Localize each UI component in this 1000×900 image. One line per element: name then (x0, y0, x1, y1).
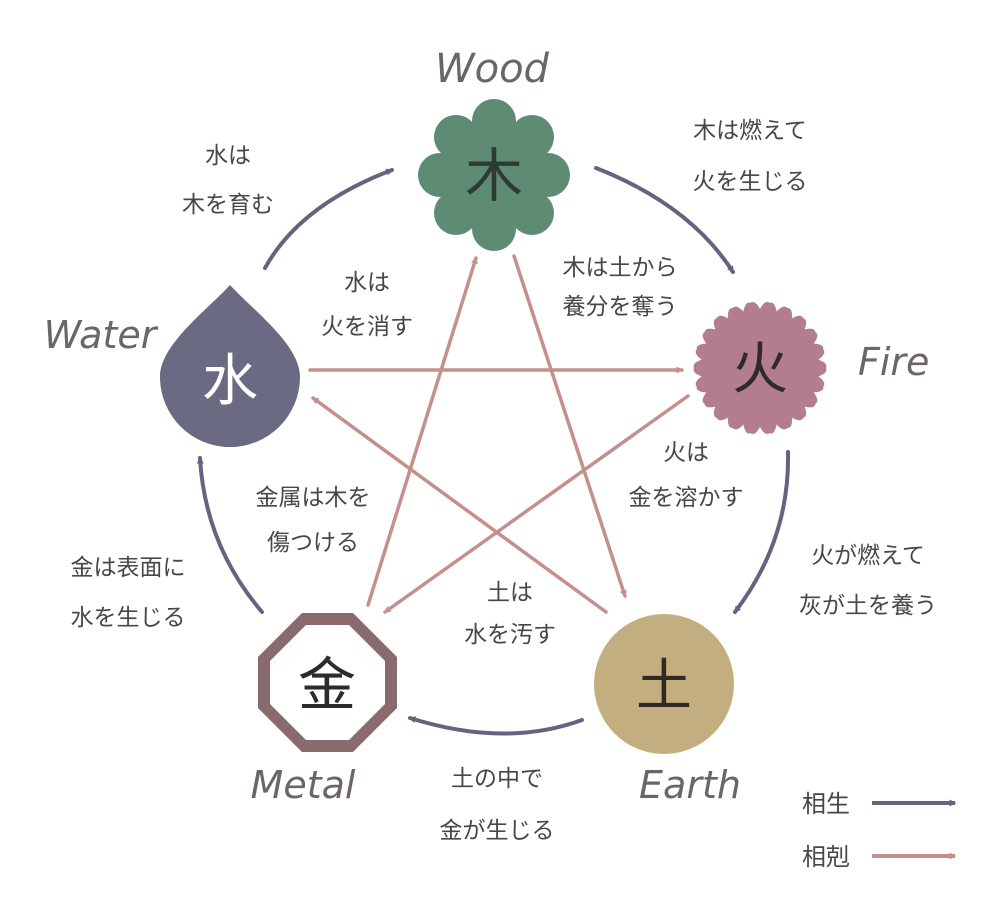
arrow-metal-to-wood (366, 256, 478, 607)
caption-wood-earth-2: 養分を奪う (563, 294, 678, 320)
legend-controlling: 相剋 (802, 843, 957, 871)
caption-metal-wood-1: 金属は木を (256, 485, 371, 511)
arrow-wood-to-fire (594, 166, 735, 274)
arrow-earth-to-metal (408, 716, 584, 736)
legend-generating-label: 相生 (802, 790, 850, 818)
caption-fire-earth-1: 火が燃えて (811, 543, 925, 569)
controlling-arrows (308, 254, 690, 614)
legend: 相生 相剋 (802, 790, 957, 871)
generating-captions: 木は燃えて 火を生じる 火が燃えて 灰が土を養う 土の中で 金が生じる 金は表面… (71, 118, 938, 844)
fire-scalloped-shape (693, 301, 827, 435)
wood-label: Wood (435, 46, 549, 92)
wood-node: 木 Wood (418, 46, 570, 251)
metal-octagon-inner (270, 625, 385, 740)
caption-wood-earth-1: 木は土から (563, 255, 678, 281)
caption-wood-fire-1: 木は燃えて (693, 118, 807, 144)
caption-metal-water-1: 金は表面に (71, 555, 186, 581)
caption-water-fire-1: 水は (344, 270, 390, 296)
water-node: 水 Water (44, 285, 300, 448)
caption-water-wood-2: 木を育む (182, 192, 274, 218)
wood-flower-shape (418, 99, 570, 251)
arrow-earth-to-water (311, 396, 608, 614)
caption-metal-water-2: 水を生じる (71, 605, 186, 631)
metal-kanji: 金 (298, 651, 356, 719)
caption-metal-wood-2: 傷つける (267, 530, 359, 556)
controlling-captions: 木は土から 養分を奪う 火は 金を溶かす 土は 水を汚す 金属は木を 傷つける … (256, 255, 744, 648)
caption-water-wood-1: 水は (205, 143, 251, 169)
fire-node: 火 Fire (693, 301, 929, 435)
caption-earth-metal-2: 金が生じる (440, 818, 555, 844)
arrow-wood-to-earth (512, 254, 627, 598)
arrow-fire-to-earth (733, 450, 791, 614)
caption-water-fire-2: 火を消す (321, 314, 413, 340)
legend-controlling-label: 相剋 (802, 843, 850, 871)
earth-kanji: 土 (636, 654, 692, 719)
caption-earth-water-1: 土は (487, 580, 533, 606)
fire-kanji: 火 (732, 337, 788, 402)
water-drop-shape (159, 285, 300, 448)
metal-node: 金 Metal (251, 613, 397, 807)
arrow-fire-to-metal (383, 394, 690, 614)
caption-wood-fire-2: 火を生じる (693, 169, 808, 195)
legend-generating: 相生 (802, 790, 957, 818)
caption-earth-water-2: 水を汚す (464, 622, 556, 648)
arrow-water-to-wood (263, 168, 394, 270)
earth-label: Earth (639, 763, 741, 807)
earth-node: 土 Earth (594, 614, 741, 807)
water-kanji: 水 (202, 349, 258, 414)
fire-label: Fire (858, 340, 929, 384)
wood-kanji: 木 (465, 142, 523, 210)
metal-label: Metal (251, 763, 356, 807)
caption-fire-metal-1: 火は (663, 440, 709, 466)
earth-circle (594, 614, 734, 754)
caption-fire-metal-2: 金を溶かす (629, 485, 744, 511)
caption-fire-earth-2: 灰が土を養う (799, 593, 937, 619)
water-label: Water (44, 313, 159, 357)
generating-arrows (196, 166, 791, 736)
caption-earth-metal-1: 土の中で (451, 766, 543, 792)
arrow-metal-to-water (196, 456, 264, 614)
